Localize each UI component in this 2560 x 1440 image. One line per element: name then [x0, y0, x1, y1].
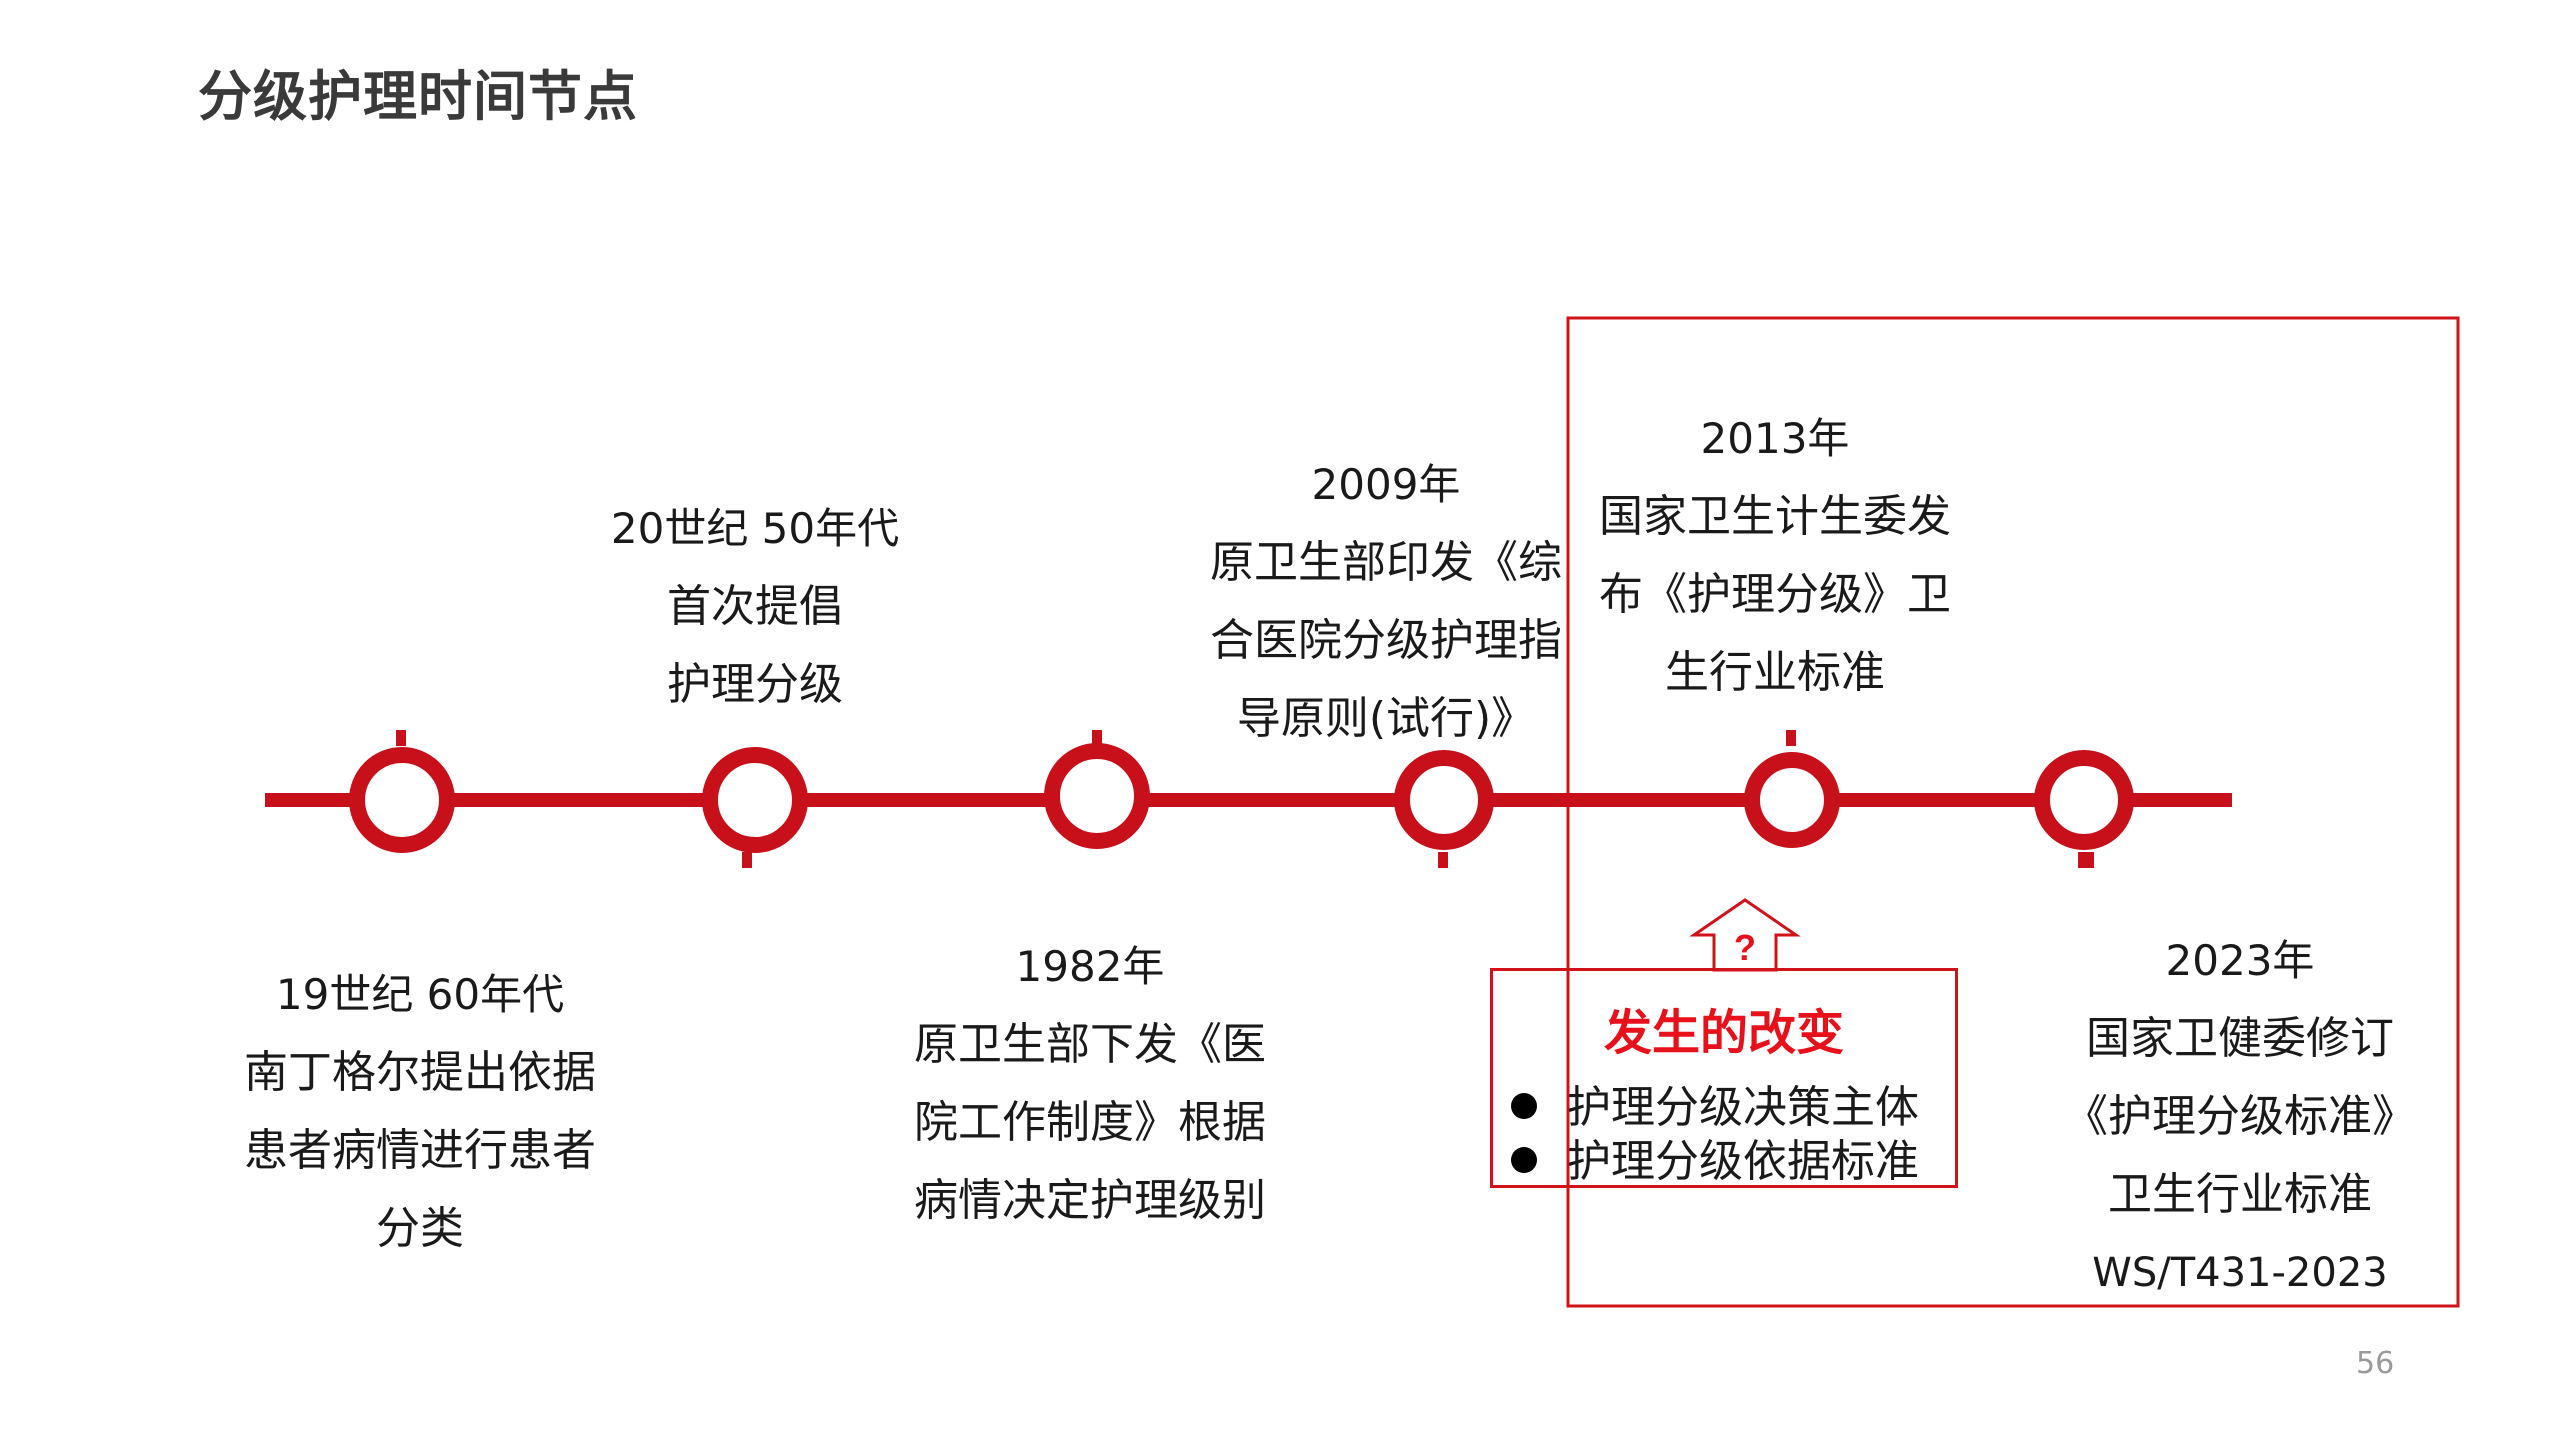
event-year: 2023年 — [2165, 936, 2315, 985]
event-year: 2009年 — [1311, 460, 1461, 509]
event-e4: 2009年 原卫生部印发《综 合医院分级护理指 导原则(试行)》 — [1196, 446, 1576, 758]
node-e2 — [702, 747, 808, 853]
change-item-text: 护理分级依据标准 — [1567, 1136, 1919, 1187]
event-e3: 1982年 原卫生部下发《医 院工作制度》根据 病情决定护理级别 — [900, 928, 1280, 1240]
event-line: 院工作制度》根据 — [914, 1097, 1266, 1148]
change-item: 护理分级依据标准 — [1511, 1125, 1919, 1189]
event-year: 1982年 — [1015, 942, 1165, 991]
event-line: 首次提倡 — [667, 581, 843, 632]
change-item-text: 护理分级决策主体 — [1567, 1082, 1919, 1133]
tick-e1 — [396, 730, 406, 746]
event-line: 国家卫健委修订 — [2086, 1013, 2394, 1064]
page-number: 56 — [2356, 1346, 2395, 1381]
tick-e6 — [2078, 852, 2094, 868]
change-box: 发生的改变 护理分级决策主体 护理分级依据标准 — [1490, 968, 1958, 1188]
page-title: 分级护理时间节点 — [198, 65, 638, 128]
event-line: 护理分级 — [667, 659, 843, 710]
event-year: 2013年 — [1700, 414, 1850, 463]
event-line: 导原则(试行)》 — [1236, 693, 1536, 744]
event-line: 卫生行业标准 — [2108, 1169, 2372, 1220]
event-line: 生行业标准 — [1665, 647, 1885, 698]
event-line: 分类 — [376, 1203, 464, 1254]
event-line: 原卫生部印发《综 — [1210, 537, 1562, 588]
node-e3 — [1044, 743, 1150, 849]
question-mark: ? — [1734, 927, 1756, 968]
event-line: 南丁格尔提出依据 — [244, 1047, 596, 1098]
event-line: 原卫生部下发《医 — [914, 1019, 1266, 1070]
tick-e4 — [1438, 852, 1448, 868]
event-e2: 20世纪 50年代 首次提倡 护理分级 — [570, 490, 940, 724]
event-line: 布《护理分级》卫 — [1599, 569, 1951, 620]
node-e1 — [349, 747, 455, 853]
up-arrow-icon — [1689, 898, 1801, 972]
bullet-icon — [1511, 1147, 1537, 1173]
event-line: 患者病情进行患者 — [244, 1125, 596, 1176]
event-line: 《护理分级标准》 — [2064, 1091, 2416, 1142]
tick-e5 — [1786, 730, 1796, 746]
event-year: 19世纪 60年代 — [275, 970, 565, 1019]
standard-code: WS/T431-2023 — [2092, 1250, 2388, 1296]
change-title: 发生的改变 — [1603, 1005, 1844, 1061]
event-line: 合医院分级护理指 — [1210, 615, 1562, 666]
node-e6 — [2034, 750, 2134, 850]
event-line: 病情决定护理级别 — [914, 1175, 1266, 1226]
event-e1: 19世纪 60年代 南丁格尔提出依据 患者病情进行患者 分类 — [230, 956, 610, 1268]
tick-e3 — [1092, 730, 1102, 746]
node-e5 — [1744, 752, 1840, 848]
event-e6: 2023年 国家卫健委修订 《护理分级标准》 卫生行业标准 WS/T431-20… — [2050, 922, 2430, 1312]
event-e5: 2013年 国家卫生计生委发 布《护理分级》卫 生行业标准 — [1585, 400, 1965, 712]
node-e4 — [1394, 750, 1494, 850]
change-item: 护理分级决策主体 — [1511, 1071, 1919, 1135]
tick-e2 — [742, 852, 752, 868]
event-year: 20世纪 50年代 — [610, 504, 900, 553]
event-line: 国家卫生计生委发 — [1599, 491, 1951, 542]
bullet-icon — [1511, 1093, 1537, 1119]
highlight-frame — [1566, 316, 2460, 1308]
